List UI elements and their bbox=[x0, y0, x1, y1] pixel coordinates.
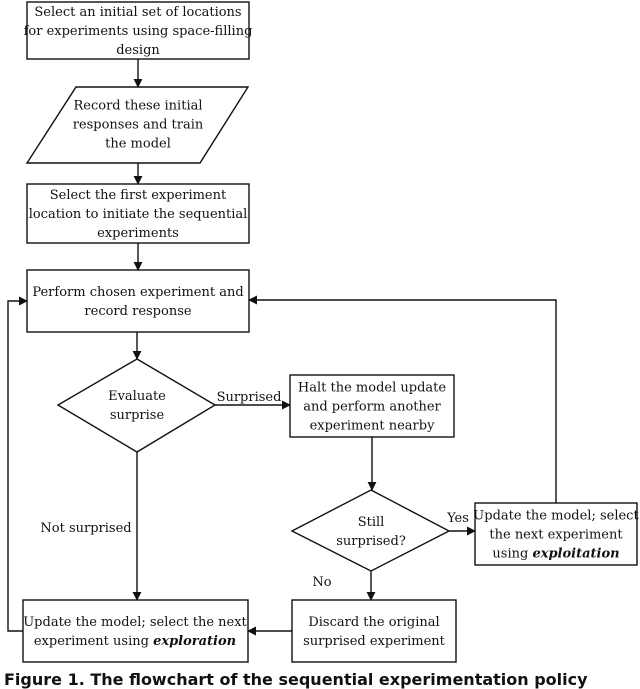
node-text-line: surprised experiment bbox=[303, 634, 446, 649]
node-text-run: Still bbox=[358, 515, 385, 530]
node-text-run: Perform chosen experiment and bbox=[32, 285, 243, 300]
node-text-line: and perform another bbox=[303, 400, 441, 415]
record-train-text: Record these initial responses and train t… bbox=[73, 99, 204, 152]
node-text-line: using exploitation bbox=[492, 547, 619, 562]
discard-text: Discard the original surprised experiment bbox=[303, 615, 446, 649]
node-text-line: Evaluate bbox=[108, 389, 166, 404]
evaluate-surprise-diamond bbox=[56, 358, 217, 453]
node-text-line: location to initiate the sequential bbox=[29, 207, 248, 222]
node-text-line: Still bbox=[358, 515, 385, 530]
node-text-line: responses and train bbox=[73, 118, 204, 133]
node-text-run: Discard the original bbox=[308, 615, 439, 630]
node-text-line: Select the first experiment bbox=[50, 188, 227, 203]
node-text-run: experiments bbox=[97, 226, 179, 241]
node-text-run: surprise bbox=[110, 408, 165, 423]
node-text-run: design bbox=[116, 43, 160, 58]
record-train-parallelogram bbox=[25, 86, 250, 164]
figure-caption: Figure 1. The flowchart of the sequentia… bbox=[4, 670, 588, 689]
node-text-line: Discard the original bbox=[308, 615, 439, 630]
evaluate-surprise-text: Evaluate surprise bbox=[108, 389, 166, 423]
node-text-run: surprised? bbox=[336, 534, 406, 549]
node-text-run: Record these initial bbox=[73, 99, 202, 114]
update-exploration-box bbox=[22, 599, 249, 663]
still-surprised-text: Still surprised? bbox=[336, 515, 406, 549]
node-text-line: Perform chosen experiment and bbox=[32, 285, 243, 300]
node-text-line: experiment nearby bbox=[310, 419, 436, 434]
perform-experiment-text: Perform chosen experiment and record resp… bbox=[32, 285, 243, 319]
node-text-run: for experiments using space-filling bbox=[24, 24, 253, 39]
node-text-run: experiment using bbox=[34, 634, 153, 649]
perform-experiment-box bbox=[26, 269, 250, 333]
node-text-line: the next experiment bbox=[489, 528, 623, 543]
label-yes: Yes bbox=[446, 511, 469, 526]
update-exploitation-box bbox=[474, 502, 638, 566]
node-text-line: design bbox=[116, 43, 160, 58]
node-text-line: experiment using exploration bbox=[34, 634, 236, 649]
node-text-line: surprise bbox=[110, 408, 165, 423]
node-text-line: Halt the model update bbox=[298, 381, 446, 396]
node-text-run: Update the model; select the next bbox=[23, 615, 247, 630]
arrow-exploitation-loop bbox=[248, 295, 557, 503]
node-text-line: Update the model; select bbox=[473, 509, 639, 524]
initial-design-box bbox=[26, 1, 250, 60]
emphasized-term: exploration bbox=[153, 634, 236, 649]
node-text-run: location to initiate the sequential bbox=[29, 207, 248, 222]
halt-update-box bbox=[289, 374, 455, 438]
node-text-run: Select the first experiment bbox=[50, 188, 227, 203]
initial-design-text: Select an initial set of locations for ex… bbox=[24, 5, 253, 58]
node-text-line: experiments bbox=[97, 226, 179, 241]
node-text-run: using bbox=[492, 547, 532, 562]
node-text-line: record response bbox=[84, 304, 191, 319]
first-location-text: Select the first experiment location to i… bbox=[29, 188, 248, 241]
node-text-run: surprised experiment bbox=[303, 634, 446, 649]
node-text-line: surprised? bbox=[336, 534, 406, 549]
node-text-run: responses and train bbox=[73, 118, 204, 133]
first-location-box bbox=[26, 183, 250, 244]
node-text-run: Select an initial set of locations bbox=[34, 5, 241, 20]
node-text-run: record response bbox=[84, 304, 191, 319]
node-text-run: the model bbox=[105, 137, 171, 152]
emphasized-term: exploitation bbox=[532, 547, 619, 562]
label-no: No bbox=[312, 575, 331, 590]
node-text-line: Select an initial set of locations bbox=[34, 5, 241, 20]
node-text-line: Record these initial bbox=[73, 99, 202, 114]
node-text-run: and perform another bbox=[303, 400, 441, 415]
label-not-surprised: Not surprised bbox=[40, 521, 131, 536]
node-text-line: Update the model; select the next bbox=[23, 615, 247, 630]
arrow-exploration-loop bbox=[7, 296, 28, 632]
discard-box bbox=[291, 599, 457, 663]
node-text-run: Update the model; select bbox=[473, 509, 639, 524]
node-text-run: Evaluate bbox=[108, 389, 166, 404]
halt-update-text: Halt the model update and perform another… bbox=[298, 381, 446, 434]
label-surprised: Surprised bbox=[217, 390, 282, 405]
node-text-line: the model bbox=[105, 137, 171, 152]
still-surprised-diamond bbox=[290, 489, 451, 572]
node-text-run: the next experiment bbox=[489, 528, 623, 543]
node-text-run: experiment nearby bbox=[310, 419, 436, 434]
node-text-run: Halt the model update bbox=[298, 381, 446, 396]
update-exploration-text: Update the model; select the next experim… bbox=[23, 615, 247, 649]
node-text-line: for experiments using space-filling bbox=[24, 24, 253, 39]
update-exploitation-text: Update the model; select the next experim… bbox=[473, 509, 639, 562]
